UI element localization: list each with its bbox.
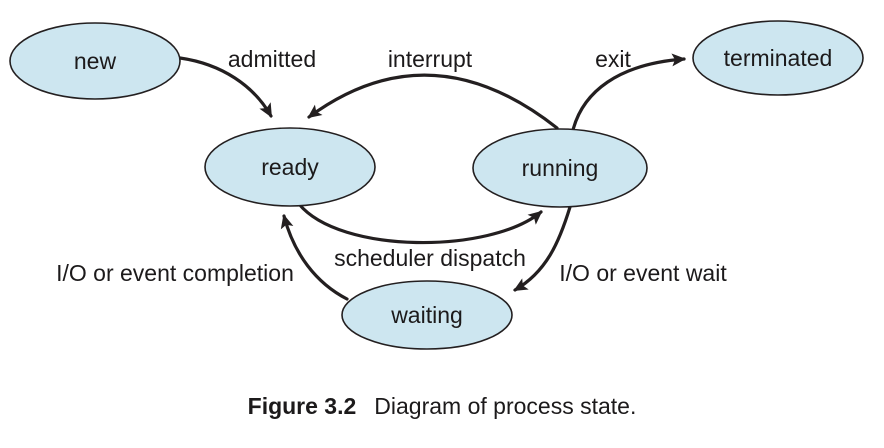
figure-caption-text: Diagram of process state.: [374, 393, 637, 419]
transition-interrupt-label: interrupt: [388, 46, 473, 72]
transition-exit-label: exit: [595, 46, 631, 72]
state-ready-label: ready: [261, 154, 319, 180]
transition-scheduler-dispatch-arrow: [297, 202, 543, 245]
state-waiting-label: waiting: [390, 302, 463, 328]
state-running-label: running: [522, 155, 599, 181]
state-diagram-canvas: new ready running waiting terminated adm…: [9, 20, 864, 350]
state-terminated: [692, 20, 864, 96]
transition-exit-arrow: [571, 53, 686, 132]
transition-scheduler-dispatch-label: scheduler dispatch: [334, 245, 526, 271]
state-running: [472, 128, 648, 208]
state-ready: [204, 127, 376, 207]
transition-admitted-label: admitted: [228, 46, 316, 72]
transition-io-completion-label: I/O or event completion: [56, 260, 294, 286]
transition-io-wait-arrow: [513, 205, 572, 292]
state-new: [9, 22, 181, 100]
transition-admitted-arrow: [178, 56, 273, 118]
transition-io-completion-arrow: [280, 214, 349, 301]
figure-caption: Figure 3.2 Diagram of process state.: [0, 393, 884, 420]
state-waiting: [341, 280, 513, 350]
state-terminated-label: terminated: [724, 45, 833, 71]
state-new-label: new: [74, 48, 117, 74]
transition-io-wait-label: I/O or event wait: [559, 260, 727, 286]
figure-caption-number: Figure 3.2: [247, 393, 357, 419]
transition-interrupt-arrow: [307, 73, 559, 130]
